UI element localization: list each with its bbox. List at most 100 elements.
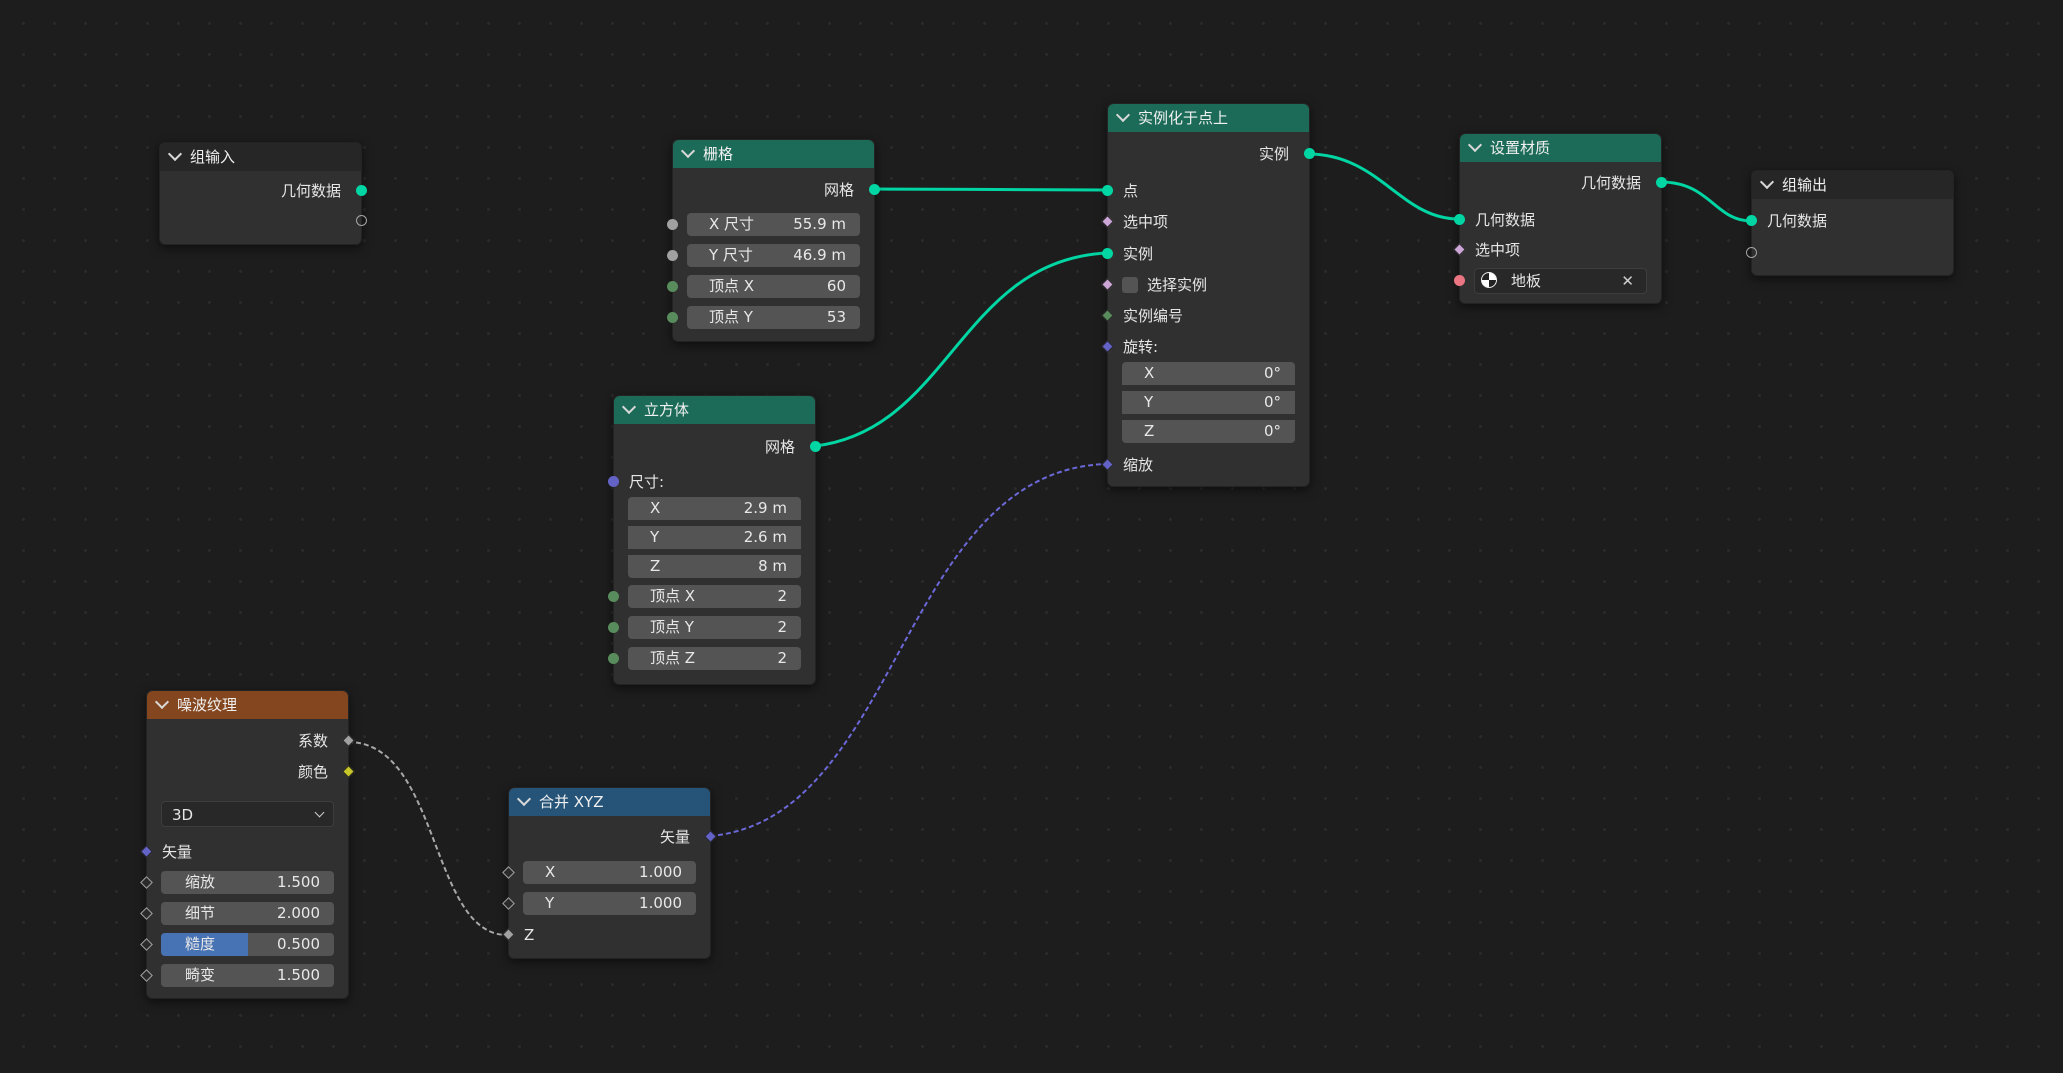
integer-socket-icon[interactable] — [608, 622, 619, 633]
empty-socket-icon[interactable] — [1746, 247, 1757, 258]
float-socket-icon[interactable] — [140, 969, 153, 982]
vector-socket-icon[interactable] — [1101, 340, 1114, 353]
vector-socket-icon[interactable] — [1101, 458, 1114, 471]
node-header[interactable]: 设置材质 — [1460, 134, 1661, 162]
node-header[interactable]: 组输出 — [1752, 171, 1953, 199]
output-geometry: 几何数据 — [160, 179, 367, 203]
input-selection: 选中项 — [1453, 238, 1661, 262]
chevron-down-icon[interactable] — [1467, 137, 1483, 153]
close-icon[interactable]: ✕ — [1621, 272, 1634, 290]
geometry-socket-icon[interactable] — [356, 185, 367, 196]
node-header[interactable]: 合并 XYZ — [509, 788, 710, 816]
integer-socket-icon[interactable] — [608, 653, 619, 664]
float-socket-icon[interactable] — [140, 907, 153, 920]
input-rotation: 旋转: — [1101, 335, 1309, 359]
float-socket-icon[interactable] — [667, 219, 678, 230]
socket-label: 选中项 — [1475, 241, 1521, 259]
integer-socket-icon[interactable] — [667, 281, 678, 292]
chevron-down-icon[interactable] — [154, 694, 170, 710]
material-socket-icon[interactable] — [1454, 275, 1465, 286]
material-name: 地板 — [1511, 272, 1542, 290]
chevron-down-icon[interactable] — [516, 791, 532, 807]
boolean-socket-icon[interactable] — [1101, 278, 1114, 291]
float-socket-icon[interactable] — [140, 876, 153, 889]
dimensions-dropdown[interactable]: 3D — [161, 801, 334, 827]
chevron-down-icon[interactable] — [1759, 174, 1775, 190]
geometry-socket-icon[interactable] — [1656, 177, 1667, 188]
input-instance: 实例 — [1102, 242, 1309, 266]
group-input-node[interactable]: 组输入 几何数据 — [159, 142, 367, 245]
node-header[interactable]: 组输入 — [160, 143, 361, 171]
node-header[interactable]: 立方体 — [614, 396, 815, 424]
chevron-down-icon[interactable] — [621, 399, 637, 415]
material-selector[interactable]: 地板 ✕ — [1474, 268, 1647, 294]
socket-label: 旋转: — [1123, 338, 1159, 356]
geometry-socket-icon[interactable] — [1746, 215, 1757, 226]
pick-instance-checkbox[interactable] — [1122, 277, 1138, 293]
set-material-node[interactable]: 设置材质 几何数据 几何数据 选中项 地板 ✕ — [1453, 133, 1667, 304]
output-mesh: 网格 — [673, 178, 880, 202]
input-points: 点 — [1102, 179, 1309, 203]
socket-label: 系数 — [297, 732, 328, 750]
input-selection: 选中项 — [1101, 210, 1309, 234]
float-socket-icon[interactable] — [502, 897, 515, 910]
socket-label: 几何数据 — [1767, 212, 1828, 230]
integer-socket-icon[interactable] — [667, 312, 678, 323]
color-socket-icon[interactable] — [342, 765, 355, 778]
vector-socket-icon[interactable] — [140, 845, 153, 858]
boolean-socket-icon[interactable] — [1453, 243, 1466, 256]
node-header[interactable]: 噪波纹理 — [147, 691, 348, 719]
geometry-socket-icon[interactable] — [1102, 185, 1113, 196]
empty-socket-icon[interactable] — [356, 215, 367, 226]
geometry-socket-icon[interactable] — [1102, 248, 1113, 259]
socket-label: 选中项 — [1123, 213, 1169, 231]
group-output-node[interactable]: 组输出 几何数据 — [1746, 170, 1954, 276]
float-socket-icon[interactable] — [667, 250, 678, 261]
float-socket-icon[interactable] — [140, 938, 153, 951]
float-socket-icon[interactable] — [502, 866, 515, 879]
node-header[interactable]: 实例化于点上 — [1108, 104, 1309, 132]
float-socket-icon[interactable] — [342, 734, 355, 747]
socket-label: 网格 — [823, 181, 854, 199]
float-socket-icon[interactable] — [502, 928, 515, 941]
geometry-socket-icon[interactable] — [1304, 148, 1315, 159]
vector-socket-icon[interactable] — [704, 830, 717, 843]
vector-socket-icon[interactable] — [608, 476, 619, 487]
integer-socket-icon[interactable] — [608, 591, 619, 602]
socket-label: 实例 — [1123, 245, 1154, 263]
boolean-socket-icon[interactable] — [1101, 215, 1114, 228]
integer-field-socket-icon[interactable] — [1101, 309, 1114, 322]
chevron-down-icon[interactable] — [1115, 107, 1131, 123]
geometry-socket-icon[interactable] — [810, 441, 821, 452]
chevron-down-icon[interactable] — [167, 146, 183, 162]
geometry-socket-icon[interactable] — [869, 184, 880, 195]
chevron-down-icon[interactable] — [680, 143, 696, 159]
geometry-socket-icon[interactable] — [1454, 214, 1465, 225]
node-header[interactable]: 栅格 — [673, 140, 874, 168]
